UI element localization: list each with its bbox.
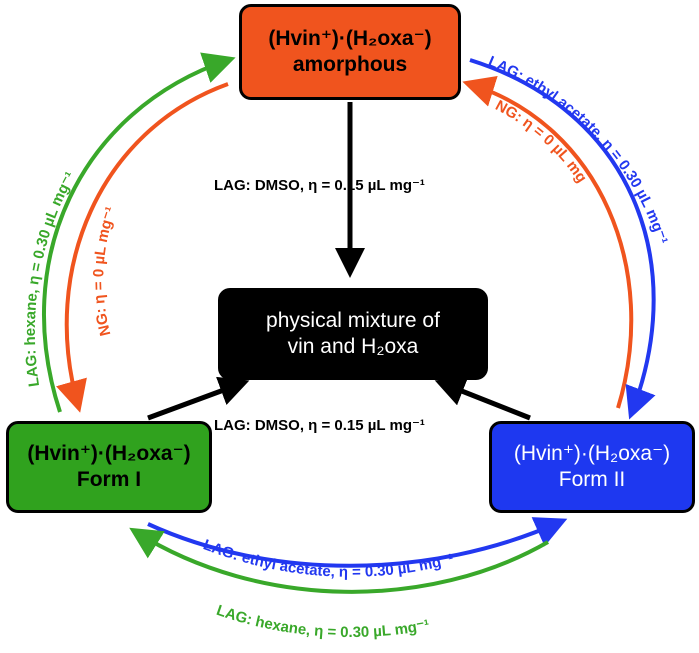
label-bottom-hexane: LAG: hexane, η = 0.30 µL mg⁻¹: [214, 602, 431, 641]
label-left-ng: NG: η = 0 µL mg⁻¹: [90, 205, 119, 338]
arrow-dmso-form1: [147, 376, 250, 421]
svg-text:LAG: ethyl acetate, η = 0.30 µ: LAG: ethyl acetate, η = 0.30 µL mg⁻¹: [201, 536, 456, 580]
arrow-hexane-bottom: [129, 527, 549, 594]
arrow-ethyl-right: [469, 58, 656, 420]
svg-text:LAG: ethyl acetate, η = 0.30 µ: LAG: ethyl acetate, η = 0.30 µL mg⁻¹: [486, 53, 671, 246]
label-bottom-ethyl: LAG: ethyl acetate, η = 0.30 µL mg⁻¹: [201, 536, 456, 580]
node-form1-label: Form I: [76, 468, 142, 491]
arrow-dmso-form2: [434, 377, 531, 421]
label-dmso-top: LAG: DMSO, η = 0.15 µL mg⁻¹: [214, 177, 425, 194]
arrow-ng-right: [462, 75, 634, 409]
node-amorphous-formula: (Hvin⁺)·(H₂oxa⁻): [268, 26, 432, 50]
node-form-ii: (Hvin⁺)·(H₂oxa⁻) Form II: [489, 421, 695, 513]
node-form-i: (Hvin⁺)·(H₂oxa⁻) Form I: [6, 421, 212, 513]
label-dmso-bottom: LAG: DMSO, η = 0.15 µL mg⁻¹: [214, 417, 425, 434]
arrow-ng-left: [56, 82, 229, 413]
arrow-hexane-left: [42, 52, 236, 413]
node-form1-formula: (Hvin⁺)·(H₂oxa⁻): [27, 441, 191, 465]
node-amorphous-label: amorphous: [292, 53, 408, 76]
label-right-ethyl: LAG: ethyl acetate, η = 0.30 µL mg⁻¹: [486, 53, 671, 246]
node-physical-mixture: physical mixture of vin and H₂oxa: [218, 288, 488, 380]
svg-text:LAG: hexane, η = 0.30 µL mg⁻¹: LAG: hexane, η = 0.30 µL mg⁻¹: [214, 602, 431, 641]
svg-text:NG: η = 0 µL mg⁻¹: NG: η = 0 µL mg⁻¹: [90, 205, 119, 338]
node-mixture-line2: vin and H₂oxa: [287, 335, 419, 358]
node-form2-formula: (Hvin⁺)·(H₂oxa⁻): [513, 441, 671, 465]
node-amorphous: (Hvin⁺)·(H₂oxa⁻) amorphous: [239, 4, 461, 100]
node-mixture-line1: physical mixture of: [266, 308, 440, 332]
arrow-ethyl-bottom: [147, 517, 568, 568]
node-form2-label: Form II: [558, 468, 626, 491]
